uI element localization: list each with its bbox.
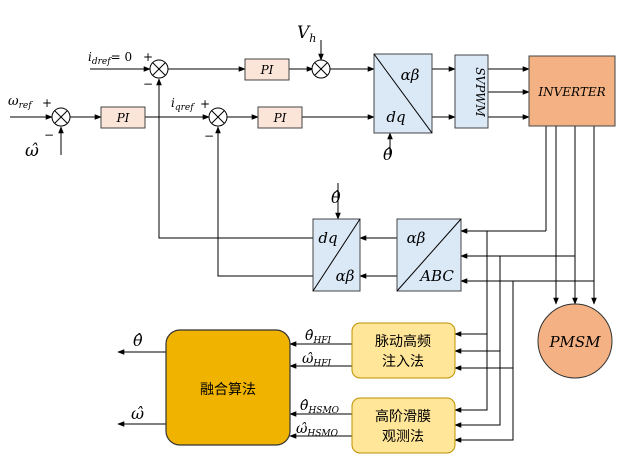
clarke-block: αβ ABC <box>396 218 462 292</box>
svpwm-label: SVPWM <box>473 67 487 117</box>
pi-block-speed: PI <box>100 106 146 129</box>
inverter-label: INVERTER <box>537 85 605 99</box>
pmsm-label: PMSM <box>548 333 601 351</box>
omega-hfi-label: ω̂HFI <box>302 351 332 369</box>
omega-hsmo-label: ω̂HSMO <box>296 421 339 439</box>
hsmo-label-line2: 观测法 <box>382 429 424 445</box>
omega-output-label: ω̂ <box>131 404 144 423</box>
pi-label: PI <box>116 111 130 125</box>
theta-hat-label: θ̂ <box>383 145 393 164</box>
inverse-park-block: αβ dq <box>373 53 433 134</box>
pi-block-q: PI <box>257 106 303 129</box>
sum-junction-speed <box>51 107 71 127</box>
pmsm-motor: PMSM <box>537 303 613 379</box>
iq-ref-label: iqref <box>171 96 195 113</box>
dq-label: dq <box>318 229 337 247</box>
theta-hat-label: θ̂ <box>331 188 341 207</box>
fusion-block: 融合算法 <box>165 329 291 446</box>
dq-label: dq <box>386 108 405 126</box>
pi-label: PI <box>273 111 287 125</box>
hsmo-label-line1: 高阶滑膜 <box>375 408 431 425</box>
pi-label: PI <box>260 63 274 77</box>
inverter-block: INVERTER <box>528 55 616 127</box>
fusion-label: 融合算法 <box>200 382 256 398</box>
plus-sign: + <box>143 50 153 64</box>
hfi-block: 脉动高频 注入法 <box>351 322 456 379</box>
plus-sign: + <box>200 97 210 111</box>
theta-hsmo-label: θ̂HSMO <box>300 398 340 416</box>
pi-block-d: PI <box>244 58 290 81</box>
alpha-beta-label: αβ <box>336 267 355 285</box>
vh-label: Vh <box>297 23 316 45</box>
hfi-label-line2: 注入法 <box>382 354 424 370</box>
plus-sign: + <box>42 96 52 110</box>
omega-ref-label: ωref <box>8 94 33 111</box>
hsmo-block: 高阶滑膜 观测法 <box>351 397 456 454</box>
sum-junction-q <box>208 107 228 127</box>
svpwm-block: SVPWM <box>454 54 489 129</box>
id-ref-label: idref= 0 <box>88 50 132 67</box>
sum-junction-d <box>149 59 169 79</box>
wires <box>10 40 597 443</box>
theta-hfi-label: θ̂HFI <box>305 328 332 346</box>
park-block: dq αβ <box>312 218 361 292</box>
abc-label: ABC <box>418 267 454 285</box>
minus-sign: − <box>143 77 153 91</box>
minus-sign: − <box>44 128 54 142</box>
alpha-beta-label: αβ <box>407 229 426 247</box>
alpha-beta-label: αβ <box>401 66 420 84</box>
theta-output-label: θ̂ <box>133 331 143 350</box>
minus-sign: − <box>204 129 214 143</box>
omega-feedback-label: ω̂ <box>25 141 39 161</box>
hfi-label-line1: 脉动高频 <box>375 333 431 350</box>
sum-junction-vh <box>311 59 331 79</box>
